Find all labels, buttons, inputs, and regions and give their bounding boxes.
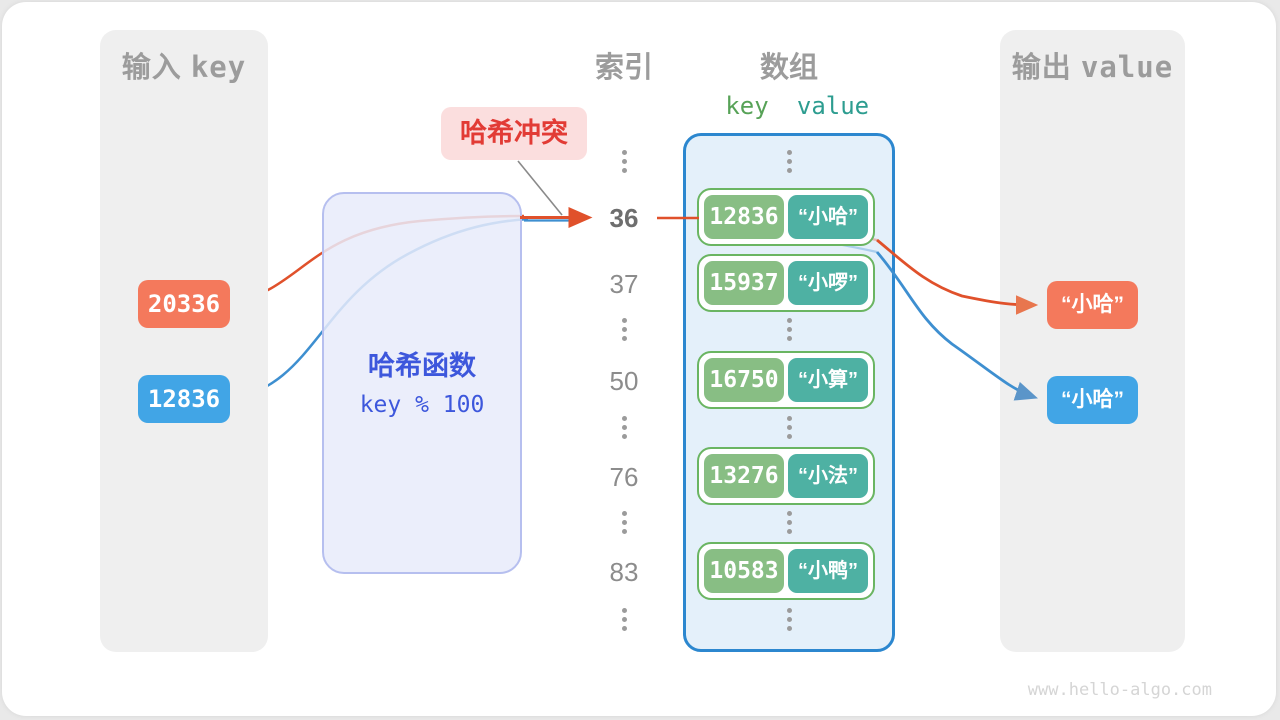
ellipsis-dots: [786, 511, 792, 534]
index-value-83: 83: [609, 557, 639, 587]
output-value-blue: “小哈”: [1047, 376, 1138, 424]
value-column-label: value: [796, 92, 870, 120]
pair-value: “小法”: [788, 454, 868, 498]
output-value-orange: “小哈”: [1047, 281, 1138, 329]
hash-function-formula: key % 100: [359, 392, 485, 418]
ellipsis-dots: [621, 511, 627, 534]
hash-function-box: 哈希函数 key % 100: [322, 192, 522, 574]
pair-value: “小鸭”: [788, 549, 868, 593]
pair-key: 10583: [704, 549, 784, 593]
pair-value: “小啰”: [788, 261, 868, 305]
ellipsis-dots: [621, 608, 627, 631]
pair-row-36: 12836 “小哈”: [697, 188, 875, 246]
ellipsis-dots: [786, 416, 792, 439]
input-panel: 输入 key: [100, 30, 268, 652]
array-column-header: 数组: [759, 52, 818, 84]
input-title-en: key: [190, 50, 247, 84]
index-value-37: 37: [609, 269, 639, 299]
pair-key: 15937: [704, 261, 784, 305]
ellipsis-dots: [621, 150, 627, 173]
pair-row-76: 13276 “小法”: [697, 447, 875, 505]
hash-function-name: 哈希函数: [368, 351, 476, 381]
input-panel-title: 输入 key: [100, 44, 268, 86]
input-key-12836: 12836: [138, 375, 230, 423]
ellipsis-dots: [786, 608, 792, 631]
input-title-zh: 输入: [121, 52, 182, 84]
pair-key: 12836: [704, 195, 784, 239]
pair-row-83: 10583 “小鸭”: [697, 542, 875, 600]
pair-value: “小算”: [788, 358, 868, 402]
index-value-36: 36: [609, 203, 639, 233]
ellipsis-dots: [621, 416, 627, 439]
ellipsis-dots: [786, 318, 792, 341]
pair-row-37: 15937 “小啰”: [697, 254, 875, 312]
index-value-76: 76: [609, 462, 639, 492]
pair-key: 13276: [704, 454, 784, 498]
output-title-en: value: [1080, 50, 1174, 84]
key-column-label: key: [725, 92, 769, 120]
ellipsis-dots: [621, 318, 627, 341]
pair-row-50: 16750 “小算”: [697, 351, 875, 409]
pair-value: “小哈”: [788, 195, 868, 239]
ellipsis-dots: [786, 150, 792, 173]
output-title-zh: 输出: [1011, 52, 1072, 84]
pair-key: 16750: [704, 358, 784, 402]
hash-collision-badge: 哈希冲突: [441, 107, 587, 160]
output-panel: 输出 value: [1000, 30, 1185, 652]
watermark: www.hello-algo.com: [1027, 680, 1212, 700]
input-key-20336: 20336: [138, 280, 230, 328]
index-value-50: 50: [609, 366, 639, 396]
index-column-header: 索引: [594, 52, 653, 84]
output-panel-title: 输出 value: [1000, 44, 1185, 86]
